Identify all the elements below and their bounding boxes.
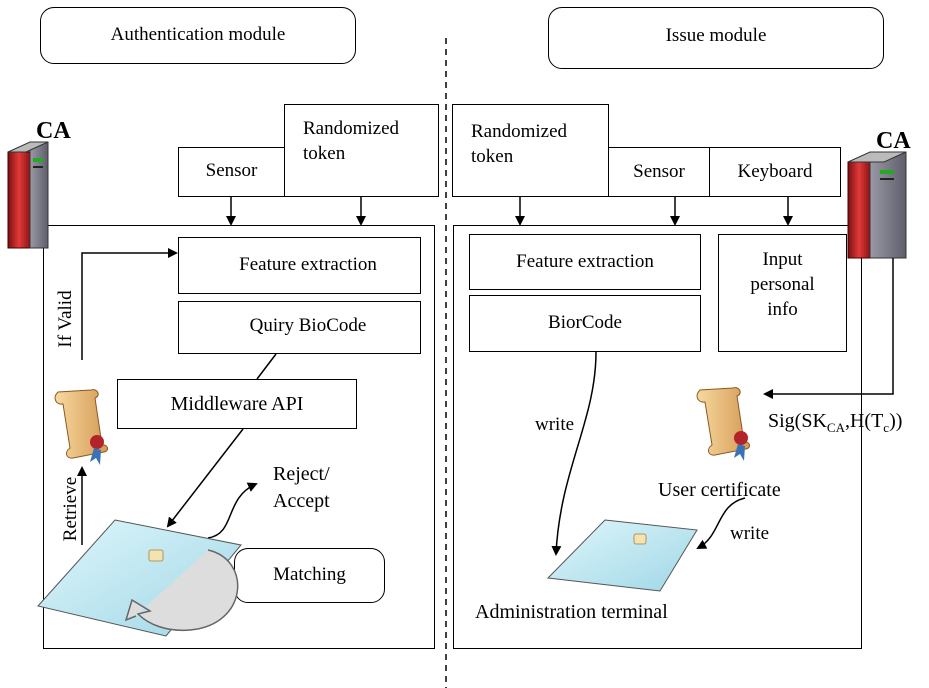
input-personal-info-line2: personal <box>750 274 815 295</box>
left-ca-server-icon <box>7 141 49 249</box>
query-biocode-label: Quiry BioCode <box>249 315 367 336</box>
right-ca-label: CA <box>876 128 911 154</box>
user-certificate-label: User certificate <box>658 479 781 501</box>
biorcode-label: BiorCode <box>548 312 622 333</box>
reject-accept-line1: Reject/ <box>273 463 330 485</box>
keyboard-box <box>709 147 841 197</box>
right-sensor-label: Sensor <box>633 161 685 182</box>
left-randomized-token-line2: token <box>303 143 346 164</box>
left-feature-extraction-label: Feature extraction <box>239 254 377 275</box>
administration-terminal-label: Administration terminal <box>475 601 668 623</box>
reject-accept-line2: Accept <box>273 490 330 512</box>
biorcode-box <box>469 295 701 352</box>
right-randomized-token-line2: token <box>471 146 514 167</box>
authentication-module-title: Authentication module <box>110 24 286 45</box>
query-biocode-box <box>178 301 421 354</box>
left-ca-label: CA <box>36 118 71 144</box>
right-randomized-token-line1: Randomized <box>471 121 568 142</box>
issue-module-title-box <box>548 7 884 69</box>
middleware-api-box <box>117 379 357 429</box>
right-sensor-box <box>608 147 710 197</box>
left-feature-extraction-box <box>178 237 421 294</box>
right-feature-extraction-label: Feature extraction <box>516 251 654 272</box>
middleware-api-label: Middleware API <box>170 393 304 415</box>
matching-box <box>234 548 385 603</box>
right-feature-extraction-box <box>469 234 701 290</box>
input-personal-info-line3: info <box>767 299 798 320</box>
signature-label: Sig(SKCA,H(Tc)) <box>768 410 903 435</box>
left-randomized-token-line1: Randomized <box>303 118 400 139</box>
write-label-2: write <box>730 523 770 544</box>
left-sensor-label: Sensor <box>205 160 258 181</box>
if-valid-label: If Valid <box>55 290 76 348</box>
keyboard-label: Keyboard <box>737 161 813 182</box>
left-sensor-box <box>178 147 285 197</box>
issue-module-title: Issue module <box>665 25 767 46</box>
left-randomized-token-box <box>284 104 439 197</box>
matching-label: Matching <box>273 564 346 585</box>
right-randomized-token-box <box>452 104 609 197</box>
input-personal-info-line1: Input <box>762 249 803 270</box>
authentication-module-title-box <box>40 7 356 64</box>
retrieve-label: Retrieve <box>60 476 81 542</box>
write-label-1: write <box>535 414 575 435</box>
